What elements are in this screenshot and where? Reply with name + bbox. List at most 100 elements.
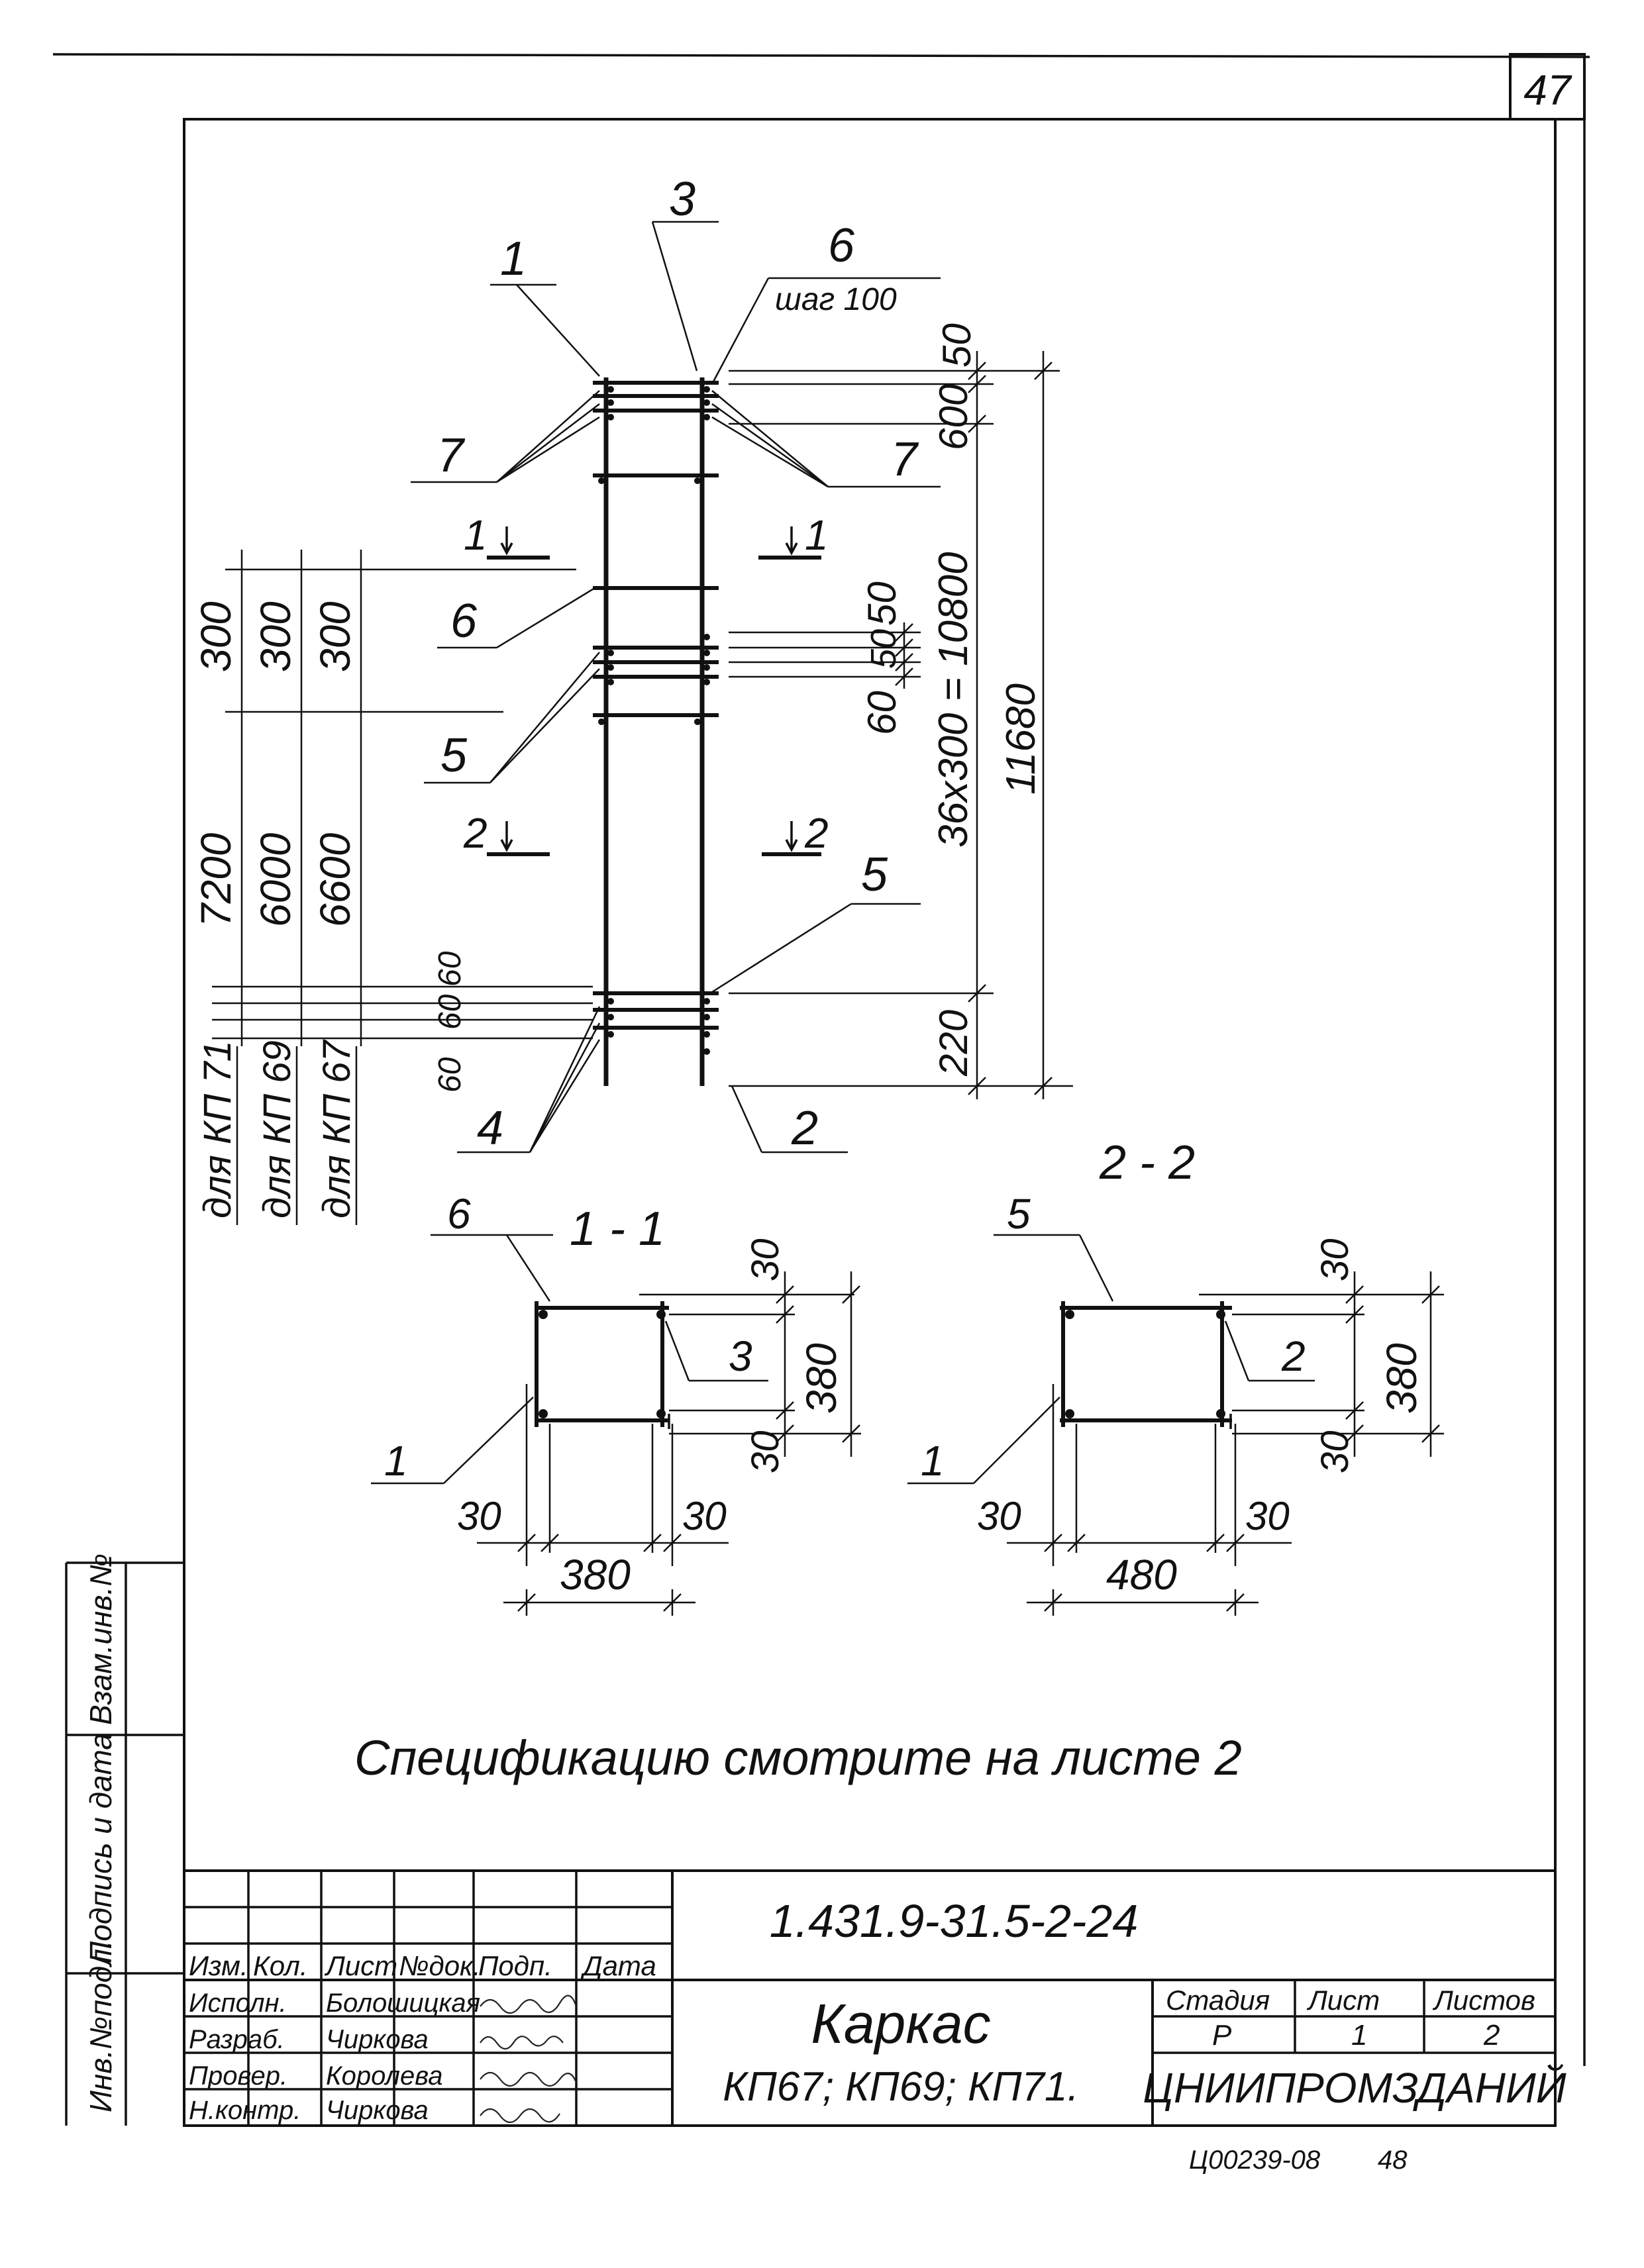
section-1-dim-right: 30 (682, 1494, 727, 1538)
callout-3: 3 (669, 173, 695, 226)
row-name-prover: Королева (326, 2061, 442, 2091)
dim-left-mid-2: 6000 (252, 832, 299, 927)
section-1-dim-left: 30 (457, 1494, 501, 1538)
dim-left-bottom-2: 60 (433, 994, 468, 1030)
callout-6-top: 6 (828, 219, 855, 272)
drawing-title: Каркас (811, 1993, 990, 2055)
dim-top-50: 50 (935, 323, 979, 368)
dim-top-600: 600 (931, 384, 976, 450)
section-2-callout-5: 5 (1007, 1190, 1031, 1238)
header-kol: Кол. (253, 1950, 308, 1981)
dim-mid-60: 60 (860, 691, 904, 735)
section-1-title: 1 - 1 (570, 1203, 665, 1256)
section-2-dim-height: 380 (1378, 1343, 1425, 1414)
section-2-callout-2: 2 (1281, 1332, 1306, 1380)
label-kp67: для КП 67 (315, 1039, 358, 1218)
section-mark-2-right: 2 (804, 809, 829, 857)
section-2-callout-1: 1 (921, 1437, 945, 1485)
callout-2: 2 (791, 1102, 818, 1155)
right-dimensions: 50 600 50 50 60 36x300 = 10800 11680 220 (729, 323, 1073, 1099)
section-1-callout-6: 6 (447, 1190, 471, 1238)
drawing-subtitle: КП67; КП69; КП71. (723, 2064, 1078, 2110)
sheet-number: 47 (1523, 66, 1572, 114)
dim-left-top-2: 300 (252, 601, 299, 672)
section-1-callout-3: 3 (729, 1332, 752, 1380)
row-role-ispoln: Исполн. (189, 1989, 287, 2018)
rod-dots (598, 386, 710, 1055)
stage-value: Р (1212, 2019, 1232, 2051)
archive-page: 48 (1378, 2145, 1408, 2175)
section-1-dim-bottom: 30 (744, 1430, 787, 1473)
left-dimensions: 300 300 300 7200 6000 6600 60 60 60 для … (192, 550, 593, 1225)
row-role-prover: Провер. (189, 2061, 287, 2091)
organization-name: ЦНИИПРОМЗДАНИЙ (1143, 2063, 1566, 2112)
section-2-dim-width: 480 (1106, 1551, 1177, 1599)
section-2-title: 2 - 2 (1099, 1136, 1195, 1189)
sheet-header: Лист (1306, 1985, 1380, 2016)
dim-bottom-220: 220 (931, 1010, 976, 1077)
frame-elevation: 1 3 6 шаг 100 7 7 6 5 (192, 173, 1073, 1225)
dim-mid-50a: 50 (860, 581, 904, 626)
section-marks: 1 1 2 2 (463, 511, 829, 857)
section-mark-1-right: 1 (805, 511, 829, 559)
section-1-dim-top: 30 (744, 1238, 787, 1281)
section-1-dim-height: 380 (797, 1343, 845, 1414)
section-mark-2-left: 2 (463, 809, 488, 857)
stage-header: Стадия (1166, 1985, 1270, 2016)
label-kp69: для КП 69 (256, 1040, 299, 1218)
drawing-border (183, 118, 1557, 2127)
title-block: Изм. Кол. Лист №док. Подп. Дата Исполн. … (184, 1869, 1567, 2126)
stamp-replace-inv: Взам.инв.№ (83, 1553, 118, 1725)
callout-7-right: 7 (891, 433, 919, 486)
callout-6-mid: 6 (450, 595, 478, 648)
sheet-number-box (1509, 53, 1586, 121)
header-podp: Подп. (478, 1950, 552, 1981)
section-2-dim-bottom: 30 (1313, 1430, 1357, 1473)
label-kp71: для КП 71 (196, 1040, 239, 1218)
header-data: Дата (580, 1950, 656, 1981)
callout-5-left: 5 (440, 729, 468, 782)
step-label: шаг 100 (775, 282, 897, 317)
section-mark-1-left: 1 (464, 511, 488, 559)
callouts: 1 3 6 шаг 100 7 7 6 5 (411, 173, 941, 1155)
header-izm: Изм. (189, 1950, 248, 1981)
row-name-ispoln: Болошицкая (326, 1989, 480, 2018)
document-designation: 1.431.9-31.5-2-24 (770, 1895, 1139, 1947)
stamp-sign-date: Подпись и дата (83, 1733, 118, 1963)
section-1-1: 1 - 1 6 3 1 30 380 30 (371, 1190, 861, 1616)
sheet-value: 1 (1351, 2019, 1367, 2051)
header-ndok: №док. (399, 1950, 481, 1981)
section-1-callout-1: 1 (384, 1437, 408, 1485)
specification-note: Спецификацию смотрите на листе 2 (354, 1730, 1242, 1785)
callout-5-right: 5 (861, 848, 888, 901)
dim-overall: 11680 (998, 683, 1044, 795)
dim-left-mid-1: 7200 (192, 832, 240, 927)
section-2-dim-left: 30 (977, 1494, 1021, 1538)
section-1-dim-width: 380 (560, 1551, 631, 1599)
sheet-frame: 47 (52, 53, 1590, 2127)
row-name-nkontr: Чиркова (326, 2096, 429, 2125)
dim-left-top-3: 300 (311, 601, 359, 672)
row-role-razrab: Разраб. (189, 2025, 285, 2054)
row-role-nkontr: Н.контр. (189, 2096, 301, 2125)
section-2-dim-top: 30 (1313, 1238, 1357, 1281)
dim-left-top-1: 300 (192, 601, 240, 672)
sheets-header: Листов (1432, 1985, 1535, 2016)
callout-4: 4 (477, 1102, 503, 1155)
callout-7-left: 7 (437, 429, 466, 482)
archive-code: Ц00239-08 (1189, 2145, 1321, 2175)
side-stamp: Инв.№подл. Подпись и дата Взам.инв.№ (65, 1553, 184, 2126)
dim-left-bottom-1: 60 (433, 1057, 468, 1093)
section-2-2: 2 - 2 5 2 1 30 380 30 (907, 1136, 1444, 1616)
dim-left-bottom-3: 60 (433, 951, 468, 987)
signatures (480, 1995, 578, 2124)
dim-mid-50b: 50 (864, 629, 903, 669)
row-name-razrab: Чиркова (326, 2025, 429, 2054)
stamp-inv-orig: Инв.№подл. (83, 1940, 118, 2112)
section-2-dim-right: 30 (1245, 1494, 1290, 1538)
dim-span: 36x300 = 10800 (931, 552, 976, 848)
header-list: Лист (324, 1950, 397, 1981)
top-trim-line (52, 53, 1590, 58)
sheets-total-value: 2 (1483, 2019, 1500, 2051)
